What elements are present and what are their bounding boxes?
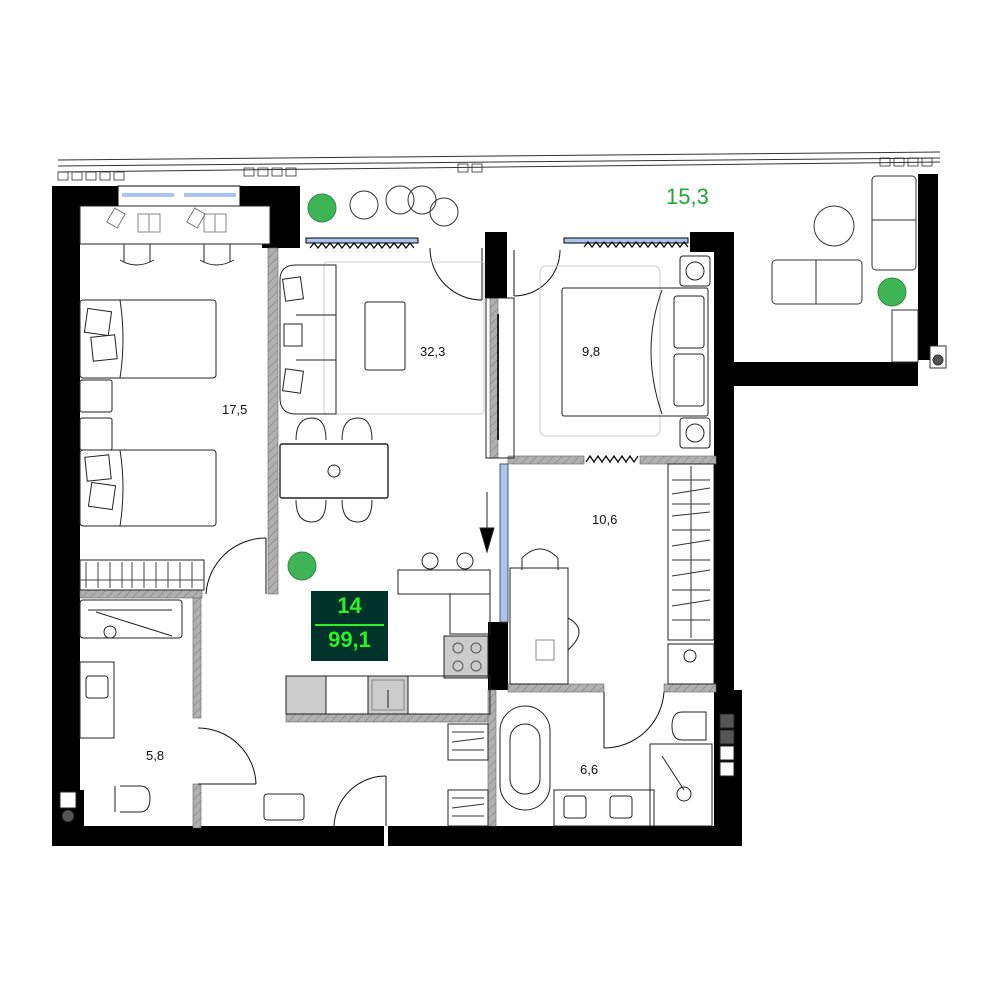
bathroom-right-fixtures <box>499 705 735 827</box>
living-kitchen-furniture <box>263 261 515 827</box>
total-area: 99,1 <box>328 627 371 652</box>
partitions <box>79 247 717 829</box>
bedroom-children-furniture <box>79 205 271 591</box>
apartment-number: 14 <box>337 593 362 618</box>
doors <box>197 247 665 827</box>
bathroom-left-fixtures <box>59 599 183 823</box>
area-bedroom-master: 9,8 <box>582 344 601 359</box>
plant-icon <box>287 193 907 581</box>
study-furniture <box>509 463 715 685</box>
windows <box>117 185 689 623</box>
area-bathroom-left: 5,8 <box>146 748 165 763</box>
area-bathroom-right: 6,6 <box>580 762 599 777</box>
area-bedroom-children: 17,5 <box>222 402 248 417</box>
balcony-railing <box>57 151 941 181</box>
area-balcony: 15,3 <box>666 184 709 209</box>
balcony-furniture <box>349 175 947 369</box>
badge-divider <box>315 624 384 626</box>
bedroom-master-furniture <box>539 255 711 449</box>
apartment-badge: 14 99,1 <box>311 591 388 661</box>
exterior-walls <box>52 174 938 846</box>
arrow-down-icon <box>479 527 495 554</box>
area-living-kitchen: 32,3 <box>420 344 446 359</box>
curtains <box>309 241 689 464</box>
area-study: 10,6 <box>592 512 618 527</box>
